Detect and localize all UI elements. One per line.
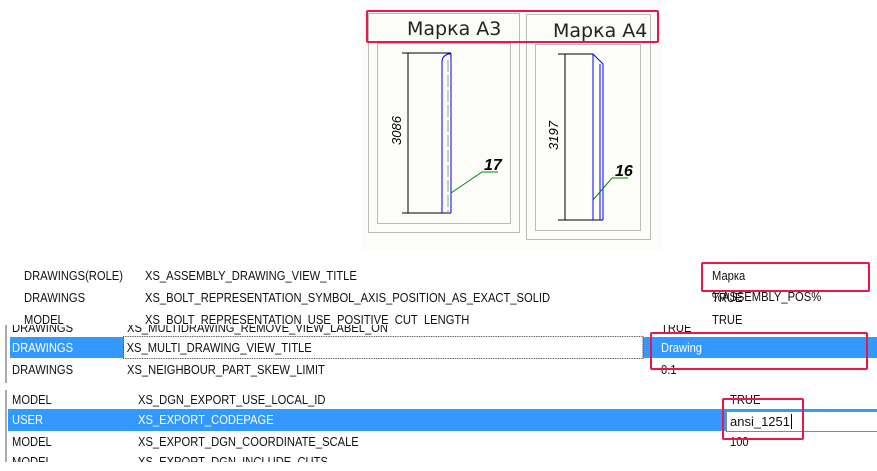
view-title-a3: Марка А3 <box>407 18 501 40</box>
name-cell: XS_EXPORT_CODEPAGE <box>138 412 274 427</box>
value-cell[interactable]: TRUE <box>661 325 692 335</box>
table-row-selected[interactable]: DRAWINGS XS_MULTI_DRAWING_VIEW_TITLE Dra… <box>10 336 877 376</box>
name-cell: XS_BOLT_REPRESENTATION_SYMBOL_AXIS_POSIT… <box>145 290 551 305</box>
part-mark-17: 17 <box>484 157 503 174</box>
view-title-a4: Марка А4 <box>553 20 647 42</box>
value-cell[interactable]: TRUE <box>712 312 743 324</box>
category-cell: MODEL <box>12 392 52 407</box>
view-frame-a3 <box>368 13 520 233</box>
highlight-assembly-title-value <box>701 262 870 292</box>
value-cell[interactable]: 100 <box>730 434 749 449</box>
category-cell: USER <box>12 412 44 427</box>
name-cell: XS_MULTI_DRAWING_VIEW_TITLE <box>123 336 644 359</box>
value-cell[interactable]: TRUE <box>712 290 743 305</box>
name-cell: XS_MULTIDRAWING_REMOVE_VIEW_LABEL_ON <box>127 325 388 335</box>
name-cell: XS_EXPORT_DGN_COORDINATE_SCALE <box>138 434 359 449</box>
dimension-a3: 3086 <box>389 115 404 145</box>
table-row[interactable]: MODEL XS_EXPORT_DGN_COORDINATE_SCALE 100 <box>0 431 877 452</box>
name-cell: XS_NEIGHBOUR_PART_SKEW_LIMIT <box>127 362 325 377</box>
table-row-selected[interactable]: USER XS_EXPORT_CODEPAGE <box>8 409 877 431</box>
options-list-multidrawing: DRAWINGS XS_MULTIDRAWING_REMOVE_VIEW_LAB… <box>0 325 877 383</box>
name-cell: XS_ASSEMBLY_DRAWING_VIEW_TITLE <box>145 268 357 283</box>
value-edit-input[interactable]: ansi_1251 <box>726 411 877 432</box>
category-cell: DRAWINGS <box>24 290 86 305</box>
name-cell: XS_BOLT_REPRESENTATION_USE_POSITIVE_CUT_… <box>145 312 470 324</box>
highlight-multidrawing-value <box>650 332 868 370</box>
category-cell: DRAWINGS <box>12 325 74 335</box>
category-cell: MODEL <box>12 454 52 462</box>
options-list-assembly: DRAWINGS(ROLE) XS_ASSEMBLY_DRAWING_VIEW_… <box>0 258 877 324</box>
table-row[interactable]: DRAWINGS XS_BOLT_REPRESENTATION_SYMBOL_A… <box>0 287 877 308</box>
options-list-export: MODEL XS_DGN_EXPORT_USE_LOCAL_ID TRUE US… <box>0 390 877 462</box>
category-cell: MODEL <box>12 434 52 449</box>
category-cell: DRAWINGS(ROLE) <box>24 268 123 283</box>
category-cell: DRAWINGS <box>12 340 74 355</box>
value-input-text: ansi_1251 <box>730 414 790 429</box>
name-cell: XS_EXPORT_DGN_INCLUDE_CUTS <box>138 454 328 462</box>
table-row[interactable]: DRAWINGS XS_NEIGHBOUR_PART_SKEW_LIMIT 0.… <box>0 359 877 380</box>
view-frame-a4 <box>526 14 651 240</box>
drawing-preview: Марка А3 Марка А4 3086 3197 17 16 <box>368 13 651 240</box>
dimension-a4: 3197 <box>546 120 561 150</box>
highlight-codepage-value <box>722 398 804 440</box>
table-row[interactable]: MODEL XS_EXPORT_DGN_INCLUDE_CUTS <box>0 451 877 462</box>
list-border <box>5 390 7 462</box>
list-border <box>5 325 7 383</box>
part-drawing-a3 <box>402 52 498 214</box>
table-row[interactable]: DRAWINGS(ROLE) XS_ASSEMBLY_DRAWING_VIEW_… <box>0 265 877 304</box>
table-row[interactable]: DRAWINGS XS_MULTIDRAWING_REMOVE_VIEW_LAB… <box>0 325 877 338</box>
part-mark-16: 16 <box>615 163 633 180</box>
part-drawing-a4 <box>558 53 628 221</box>
name-cell: XS_DGN_EXPORT_USE_LOCAL_ID <box>138 392 326 407</box>
table-row[interactable]: MODEL XS_BOLT_REPRESENTATION_USE_POSITIV… <box>0 309 877 324</box>
category-cell: DRAWINGS <box>12 362 74 377</box>
highlight-view-titles <box>366 10 659 43</box>
value-cell[interactable]: Марка %ASSEMBLY_POS% <box>712 268 822 304</box>
category-cell: MODEL <box>24 312 64 324</box>
